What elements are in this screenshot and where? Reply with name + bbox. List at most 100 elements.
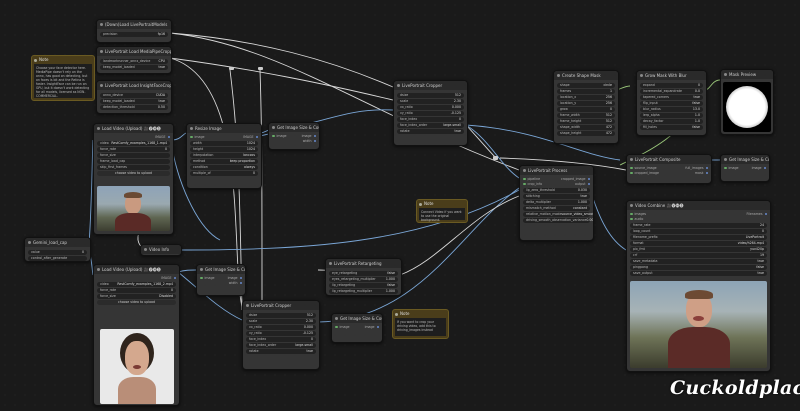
- load-insightface-cropper-node[interactable]: LivePortrait Load InsightFaceCropper onn…: [96, 80, 172, 114]
- note-driving-crop[interactable]: Note If you want to crop your driving vi…: [392, 309, 449, 339]
- upload-video-button[interactable]: choose video to upload: [97, 171, 170, 176]
- widget-relative-motion-mode[interactable]: relative_motion_modesource_video_smoothe…: [523, 212, 593, 217]
- skip-first-widget[interactable]: skip_first_frames: [97, 165, 170, 170]
- liveportrait-retargeting-node[interactable]: LivePortrait Retargeting eye_retargeting…: [325, 258, 402, 296]
- note-face-detector[interactable]: Note Choose your face detector here. Med…: [31, 55, 95, 101]
- widget-vy-ratio[interactable]: vy_ratio-0.125: [397, 111, 464, 116]
- note-text[interactable]: Choose your face detector here. MediaPip…: [34, 64, 92, 98]
- frame-cap-widget[interactable]: frame_load_cap: [97, 159, 170, 164]
- note-text[interactable]: Connect Video if you want to use the ori…: [419, 208, 465, 222]
- control-widget[interactable]: control_after_generate: [28, 256, 87, 261]
- force-size-widget[interactable]: force_size: [97, 153, 170, 158]
- video-info-node[interactable]: Video Info: [140, 244, 182, 256]
- note-text[interactable]: If you want to crop your driving video, …: [395, 318, 446, 336]
- load-mediapipe-cropper-node[interactable]: LivePortrait Load MediaPipeCropper landm…: [96, 46, 172, 74]
- widget-vy-ratio[interactable]: vy_ratio-0.125: [246, 331, 316, 336]
- mask-preview-node[interactable]: Mask Preview: [720, 69, 774, 135]
- upload-video-button[interactable]: choose video to upload: [97, 300, 176, 305]
- note-background[interactable]: Note Connect Video if you want to use th…: [416, 199, 468, 223]
